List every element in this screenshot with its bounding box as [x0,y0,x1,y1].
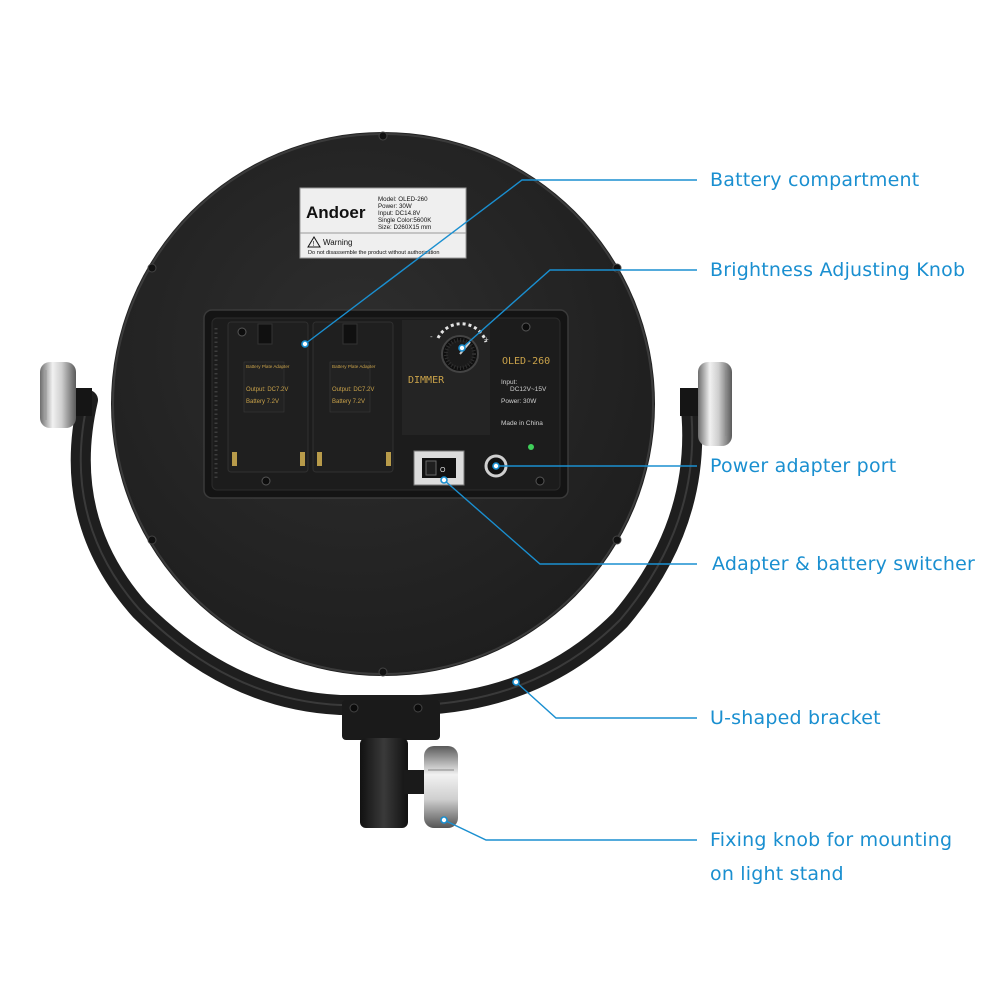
screw [147,535,157,545]
callout-line-bracket [515,681,697,719]
svg-text:Battery Plate Adapter: Battery Plate Adapter Battery Plate Adap… [246,364,376,369]
panel-made-in: Made in China [501,420,543,427]
screw [612,263,622,273]
warning-title: Warning [323,238,353,247]
left-knob[interactable] [40,362,92,428]
panel-screw [237,327,247,337]
screw [378,667,388,677]
panel-screw [535,476,545,486]
brand-logo: Andoer [306,203,366,222]
plate-output: Output: DC7.2V [332,387,374,393]
spec-line: Input: DC14.8V [378,210,421,217]
callout-dots [301,340,520,824]
label-switcher: Adapter & battery switcher [712,553,976,575]
panel-screw [521,322,531,332]
panel-input-value: DC12V~15V [510,386,547,393]
warning-icon [307,236,321,248]
panel-input-label: Input: [501,379,517,386]
plate-output: Output: DC7.2V [246,387,288,393]
plate-battery: Battery 7.2V [332,399,365,405]
callout-line-knob [461,269,697,349]
plate-battery: Battery 7.2V [246,399,279,405]
panel-power: Power: 30W [501,398,537,405]
adapter-battery-switcher[interactable]: O [413,450,465,486]
callout-line-switcher [443,479,697,565]
svg-text:!: ! [313,241,315,248]
label-bracket: U-shaped bracket [710,707,881,729]
plate-label: Battery Plate Adapter [332,364,376,369]
svg-text:Model: OLED-260 Power:: Model: OLED-260 Power: 30W Input: DC14.8… [378,196,433,231]
svg-text:+: + [484,335,489,344]
label-fixing-knob-2: on light stand [710,863,844,885]
screw [147,263,157,273]
spec-line: Model: OLED-260 [378,196,428,203]
status-led [528,444,534,450]
svg-text:-: - [430,332,433,341]
screw [612,535,622,545]
spec-line: Power: 30W [378,203,412,210]
callout-lines [304,179,697,841]
label-power-port: Power adapter port [710,455,897,477]
battery-compartment: Battery Plate Adapter Battery Plate Adap… [227,321,394,473]
callout-line-battery [304,179,697,345]
panel-model: OLED-260 [502,356,550,367]
brightness-knob[interactable]: - + [430,322,489,373]
label-fixing-knob: Fixing knob for mounting [710,829,953,851]
label-plate: Andoer Model: OLED-260 Power: 30W Input:… [299,187,467,259]
spec-line: Size: D260X15 mm [378,224,431,231]
label-brightness-knob: Brightness Adjusting Knob [710,259,966,281]
fixing-knob[interactable] [424,746,458,828]
callout-line-fixing-knob [443,819,697,841]
svg-text:Battery 7.2V Battery 7: Battery 7.2V Battery 7.2V [246,399,365,405]
label-battery-compartment: Battery compartment [710,169,920,191]
plate-label: Battery Plate Adapter [246,364,290,369]
warning-text: Do not disassemble the product without a… [308,250,440,256]
panel-screw [261,476,271,486]
screw [378,131,388,141]
dimmer-label: DIMMER [408,375,445,386]
back-panel: Battery Plate Adapter Battery Plate Adap… [203,309,569,499]
svg-text:O: O [440,467,446,474]
svg-text:Output: DC7.2V Output:: Output: DC7.2V Output: DC7.2V [246,387,374,393]
right-knob[interactable] [680,362,732,446]
spec-line: Single Color:5600K [378,217,432,224]
